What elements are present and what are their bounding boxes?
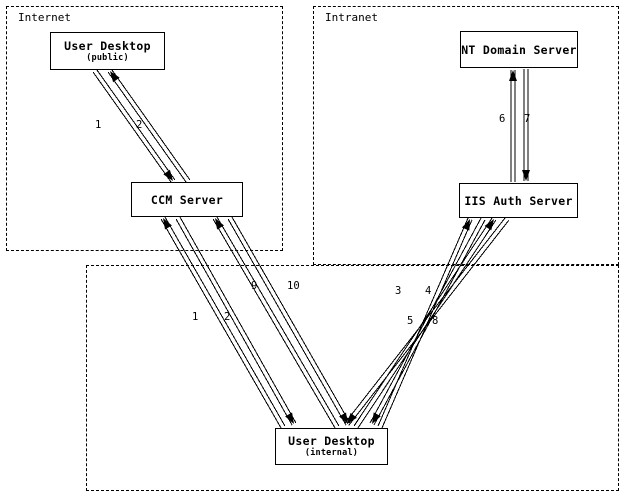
connector-edge-9 — [212, 216, 340, 429]
connector-edge-8 — [344, 217, 510, 426]
edge-label-edge-7: 7 — [524, 113, 531, 125]
node-nt-domain-server: NT Domain Server — [460, 31, 578, 68]
zone-label-intranet: Intranet — [325, 11, 378, 24]
edge-label-edge-2-internal: 2 — [224, 311, 231, 323]
node-title: User Desktop — [64, 38, 151, 53]
connector-edge-2-internal — [175, 216, 297, 426]
connector-edge-5 — [353, 217, 497, 429]
edge-label-edge-8: 8 — [432, 315, 439, 327]
connector-edge-1-internal — [160, 216, 286, 429]
node-ccm-server: CCM Server — [131, 182, 243, 217]
connector-edge-6 — [509, 70, 517, 182]
edge-label-edge-1-public: 1 — [95, 119, 102, 131]
edge-label-edge-10: 10 — [287, 280, 300, 292]
zone-internet — [6, 6, 283, 251]
connector-edge-7 — [522, 69, 530, 181]
node-title: IIS Auth Server — [464, 193, 573, 208]
node-subtitle: (public) — [86, 52, 129, 63]
connector-edge-2-public — [107, 69, 191, 183]
zone-label-internet: Internet — [18, 11, 71, 24]
edge-label-edge-6: 6 — [499, 113, 506, 125]
connector-edge-4 — [369, 217, 486, 426]
node-user-desktop-public: User Desktop (public) — [50, 32, 165, 70]
connector-edge-3 — [377, 217, 473, 429]
node-iis-auth-server: IIS Auth Server — [459, 183, 578, 218]
zone-internal-lan — [86, 265, 619, 491]
edge-label-edge-4: 4 — [425, 285, 432, 297]
edge-label-edge-5: 5 — [407, 315, 414, 327]
edge-label-edge-1-internal: 1 — [192, 311, 199, 323]
connector-edge-10 — [227, 216, 351, 426]
edge-label-edge-2-public: 2 — [136, 119, 143, 131]
node-title: NT Domain Server — [461, 42, 577, 57]
node-user-desktop-internal: User Desktop (internal) — [275, 428, 388, 465]
connector-edge-1-public — [92, 69, 176, 183]
node-title: CCM Server — [150, 192, 224, 207]
node-title: User Desktop — [288, 434, 375, 448]
edge-label-edge-9: 9 — [251, 280, 258, 292]
edge-label-edge-3: 3 — [395, 285, 402, 297]
node-subtitle: (internal) — [304, 448, 359, 458]
